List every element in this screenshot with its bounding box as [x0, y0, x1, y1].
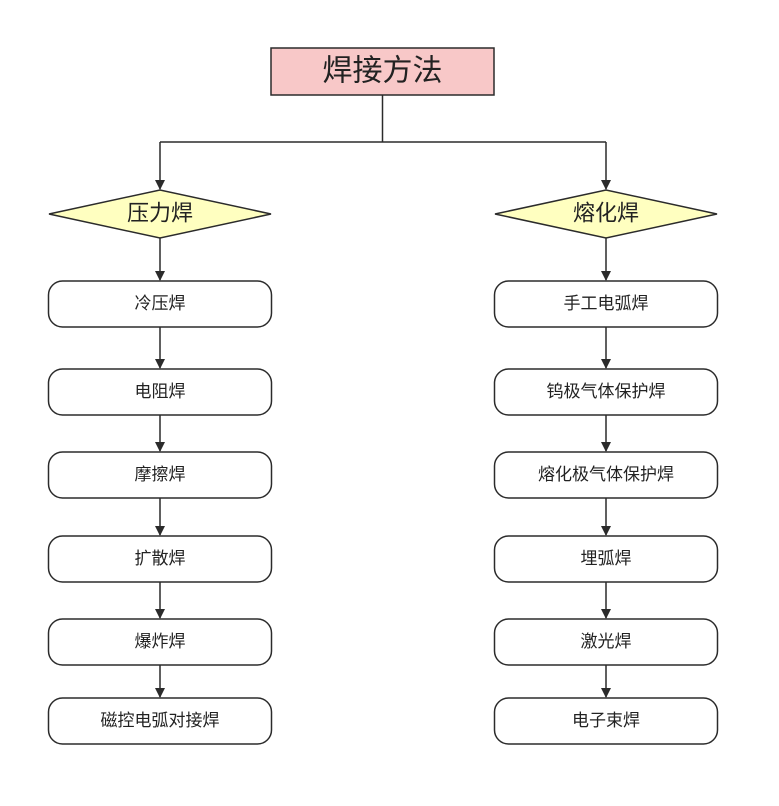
method-label: 扩散焊 [135, 549, 186, 569]
category-diamond-pressure-welding [48, 189, 272, 239]
method-box [47, 451, 273, 499]
method-box [493, 697, 719, 745]
method-box [493, 280, 719, 328]
category-diamond-fusion-welding [494, 189, 718, 239]
method-box [47, 618, 273, 666]
method-box [493, 451, 719, 499]
method-label: 钨极气体保护焊 [547, 382, 666, 402]
method-label: 埋弧焊 [581, 549, 632, 569]
method-box [493, 618, 719, 666]
method-box [47, 368, 273, 416]
root-node: 焊接方法 [270, 47, 495, 96]
method-label: 摩擦焊 [135, 465, 186, 485]
method-box [493, 368, 719, 416]
method-label: 手工电弧焊 [564, 294, 649, 314]
method-label: 冷压焊 [135, 294, 186, 314]
root-label: 焊接方法 [323, 54, 443, 89]
method-label: 电子束焊 [572, 711, 640, 731]
category-label-fusion-welding: 熔化焊 [573, 202, 639, 227]
method-label: 激光焊 [581, 632, 632, 652]
method-box [47, 697, 273, 745]
method-label: 熔化极气体保护焊 [538, 465, 674, 485]
method-box [493, 535, 719, 583]
method-box [47, 535, 273, 583]
method-label: 磁控电弧对接焊 [101, 711, 220, 731]
connectors [155, 95, 611, 698]
method-box [47, 280, 273, 328]
method-label: 电阻焊 [135, 382, 186, 402]
category-label-pressure-welding: 压力焊 [127, 202, 193, 227]
root-box [270, 47, 495, 96]
method-label: 爆炸焊 [135, 632, 186, 652]
